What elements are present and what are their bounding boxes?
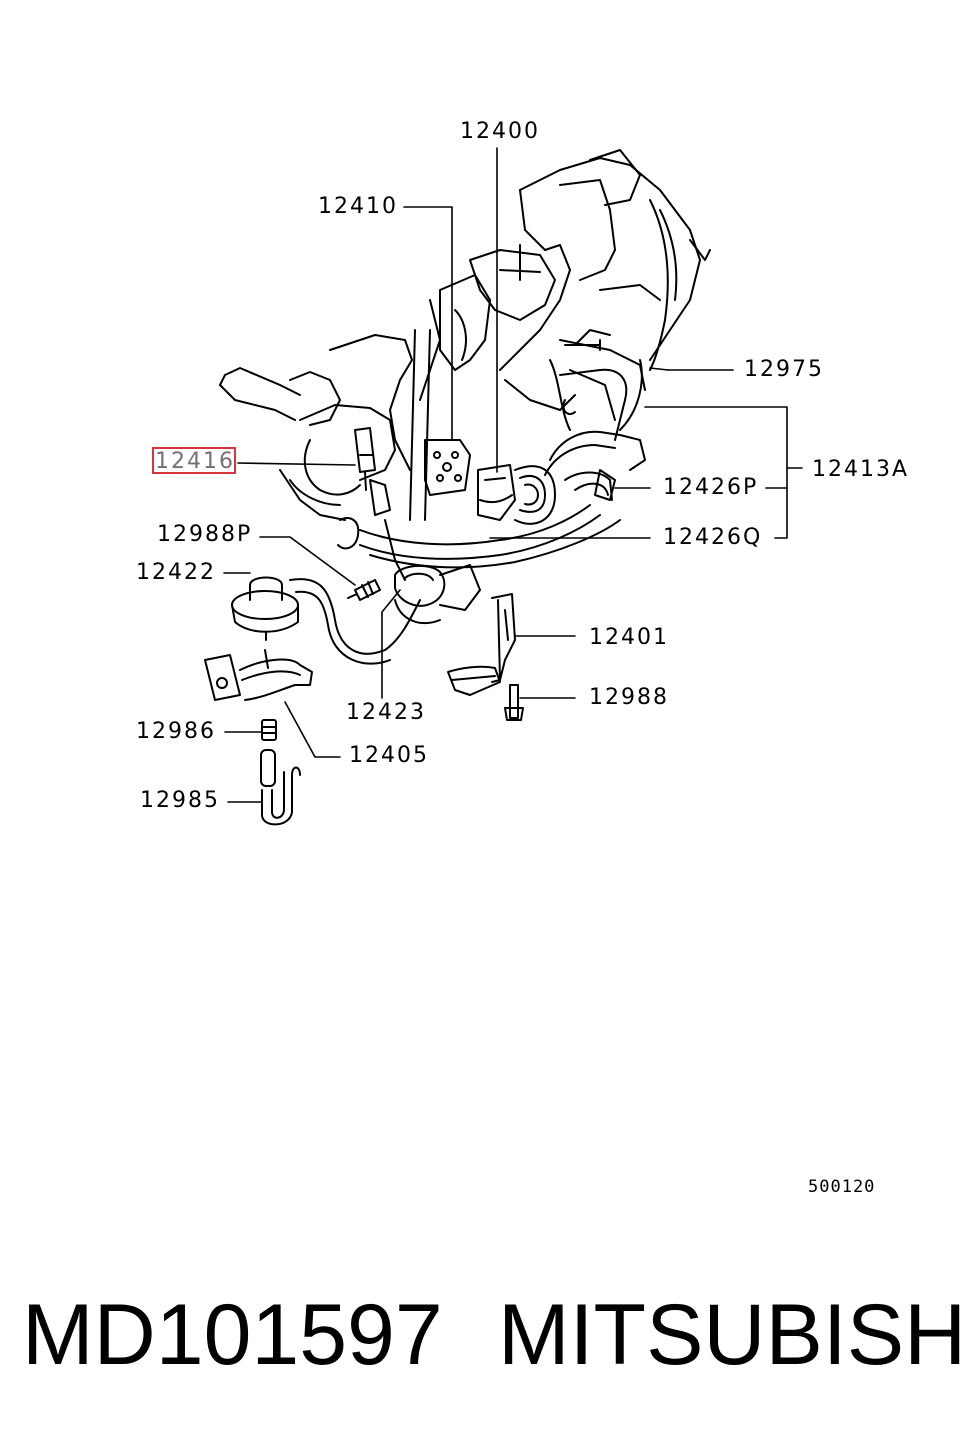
callout-12416[interactable]: 12416 (155, 449, 235, 474)
callout-12401: 12401 (589, 625, 669, 650)
callout-12426P: 12426P (663, 475, 759, 500)
diagram-code: 500120 (808, 1177, 876, 1197)
callout-12423: 12423 (346, 700, 426, 725)
callout-12410: 12410 (318, 194, 398, 219)
callout-12985: 12985 (140, 788, 220, 813)
callout-12405: 12405 (349, 743, 429, 768)
callout-12426Q: 12426Q (663, 525, 763, 550)
engine-block-illustration (219, 149, 711, 521)
callout-12988P: 12988P (157, 522, 253, 547)
callout-12413A: 12413A (812, 457, 910, 482)
leader-lines (223, 147, 803, 803)
callout-12975: 12975 (744, 357, 824, 382)
bracket-illustration (447, 593, 524, 721)
callout-12422: 12422 (136, 560, 216, 585)
footer-brand: MITSUBISHI (498, 1287, 960, 1383)
footer-part-number: MD101597 (22, 1287, 443, 1383)
pipe-assembly-illustration (337, 309, 646, 625)
callout-12988: 12988 (589, 685, 669, 710)
callout-12400: 12400 (460, 119, 540, 144)
vacuum-hose-illustration (204, 576, 421, 826)
callout-12986: 12986 (136, 719, 216, 744)
highlight-box-12416 (152, 447, 236, 474)
